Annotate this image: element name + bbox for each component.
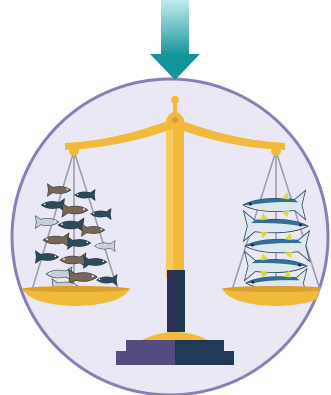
scale-post [166,118,185,332]
down-arrow-icon [150,0,200,80]
tuna-fish-stack [243,190,309,297]
